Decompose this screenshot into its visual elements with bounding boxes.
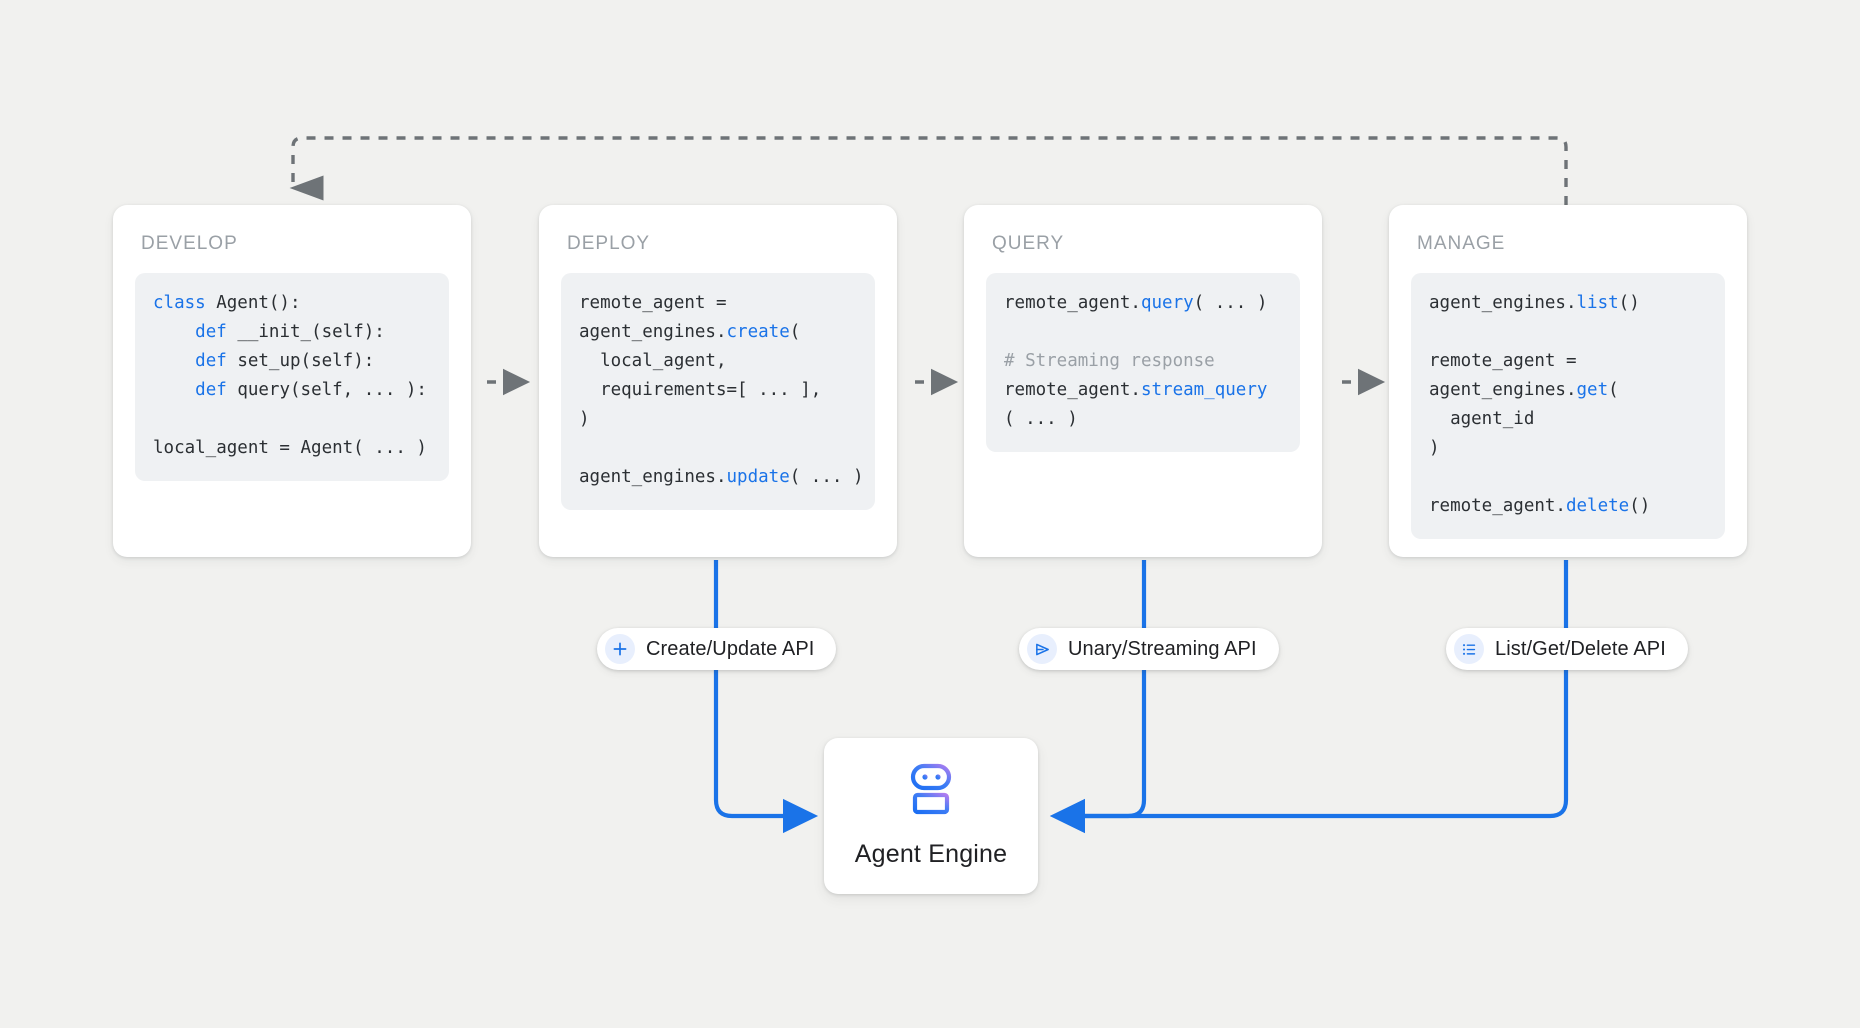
- stage-code-develop: class Agent(): def __init_(self): def se…: [135, 273, 449, 481]
- list-icon: [1454, 634, 1484, 664]
- query-to-engine-edge: [1049, 560, 1147, 834]
- robot-icon: [900, 763, 962, 826]
- api-pill-label: Create/Update API: [646, 637, 815, 660]
- agent-engine-node[interactable]: Agent Engine: [824, 738, 1038, 894]
- stage-card-manage[interactable]: MANAGE agent_engines.list() remote_agent…: [1389, 205, 1747, 557]
- deploy-to-engine-edge: [713, 560, 819, 834]
- api-pill-list-get-delete[interactable]: List/Get/Delete API: [1446, 628, 1688, 670]
- stage-code-query: remote_agent.query( ... ) # Streaming re…: [986, 273, 1300, 452]
- api-pill-label: List/Get/Delete API: [1495, 637, 1666, 660]
- stage-code-manage: agent_engines.list() remote_agent = agen…: [1411, 273, 1725, 539]
- stage-card-query[interactable]: QUERY remote_agent.query( ... ) # Stream…: [964, 205, 1322, 557]
- stage-title-deploy: DEPLOY: [567, 233, 651, 254]
- stage-title-develop: DEVELOP: [141, 233, 238, 254]
- stage-title-manage: MANAGE: [1417, 233, 1506, 254]
- stage-card-deploy[interactable]: DEPLOY remote_agent = agent_engines.crea…: [539, 205, 897, 557]
- agent-engine-label: Agent Engine: [854, 840, 1008, 868]
- api-pill-unary-streaming[interactable]: Unary/Streaming API: [1019, 628, 1279, 670]
- send-icon: [1027, 634, 1057, 664]
- stage-card-develop[interactable]: DEVELOP class Agent(): def __init_(self)…: [113, 205, 471, 557]
- stage-title-query: QUERY: [992, 233, 1065, 254]
- plus-icon: [605, 634, 635, 664]
- api-pill-create-update[interactable]: Create/Update API: [597, 628, 837, 670]
- feedback-loop-edge: [289, 136, 1568, 205]
- manage-to-engine-edge: [1049, 560, 1569, 834]
- api-pill-label: Unary/Streaming API: [1068, 637, 1257, 660]
- stage-code-deploy: remote_agent = agent_engines.create( loc…: [561, 273, 875, 510]
